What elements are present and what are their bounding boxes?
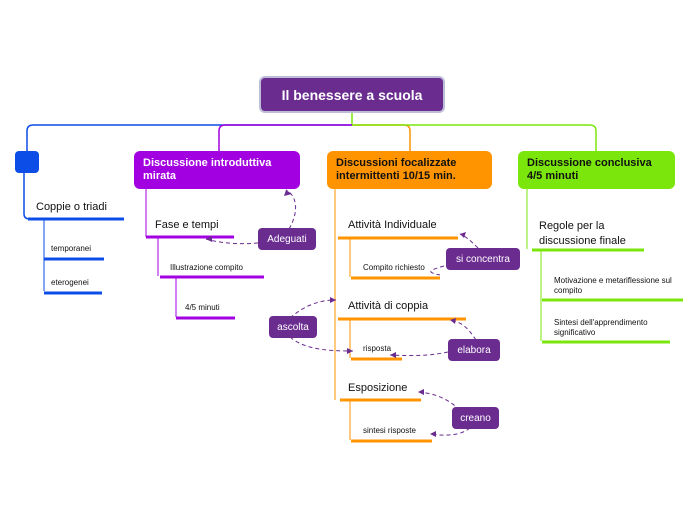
relation-adeguati [285,189,297,230]
subtopic-motivazione[interactable]: Motivazione e metariflessione sul compit… [554,276,672,295]
subtopic-risposta[interactable]: risposta [363,344,392,353]
subtopic-sintesi-apprendimento[interactable]: Sintesi dell'apprendimento significativo [554,318,648,337]
subtopic-coppie-triadi[interactable]: Coppie o triadi [36,201,107,213]
link-blue [26,124,352,151]
subtopic-regole-discussione[interactable]: Regole per la discussione finale [539,220,626,247]
root-topic[interactable]: Il benessere a scuola [259,76,445,113]
topic-discussioni-focalizzate[interactable]: Discussioni focalizzate intermittenti 10… [327,151,492,189]
topic-blue-empty[interactable] [15,151,39,173]
relation-label-ascolta[interactable]: ascolta [269,316,317,338]
subtopic-sintesi-risposte[interactable]: sintesi risposte [363,426,416,435]
link-purple [218,124,352,151]
link-green [352,124,597,151]
relation-label-si-concentra[interactable]: si concentra [446,248,520,270]
subtopic-fase-tempi[interactable]: Fase e tempi [155,219,219,231]
subtopic-temporanei[interactable]: temporanei [51,244,92,253]
subtopic-eterogenei[interactable]: eterogenei [51,278,89,287]
subtopic-attivita-coppia[interactable]: Attività di coppia [348,300,429,312]
subtopic-compito-richiesto[interactable]: Compito richiesto [363,263,425,272]
subtopic-4-5-minuti[interactable]: 4/5 minuti [185,303,220,312]
topic-discussione-conclusiva[interactable]: Discussione conclusiva 4/5 minuti [518,151,675,189]
subtopic-attivita-individuale[interactable]: Attività Individuale [348,219,437,231]
link-orange [352,124,411,151]
subtopic-esposizione[interactable]: Esposizione [348,382,408,394]
topic-discussione-introduttiva[interactable]: Discussione introduttiva mirata [134,151,300,189]
subtopic-illustrazione-compito[interactable]: Illustrazione compito [170,263,243,272]
relation-label-elabora[interactable]: elabora [448,339,500,361]
relation-label-adeguati[interactable]: Adeguati [258,228,316,250]
relation-label-creano[interactable]: creano [452,407,499,429]
